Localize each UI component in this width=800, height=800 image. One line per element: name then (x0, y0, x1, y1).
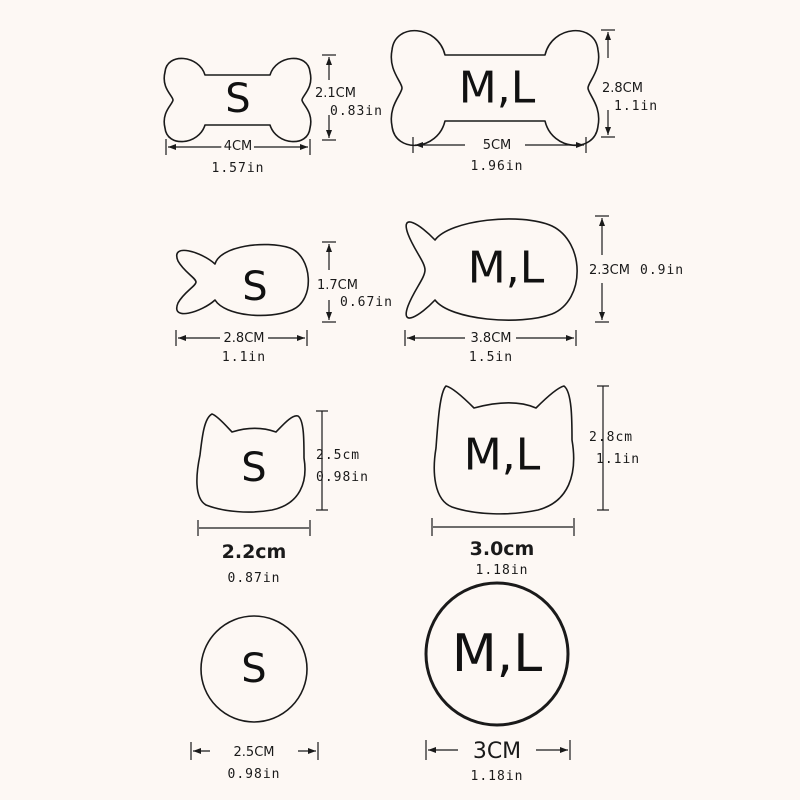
fish-ml-outline (405, 218, 578, 321)
fish-ml-height-in: 0.9in (640, 263, 684, 278)
bone-s-height-in: 0.83in (330, 104, 383, 119)
circle-s-tag: S 2.5CM 0.98in (190, 615, 319, 782)
cat-ml-height-cm: 2.8cm (589, 430, 633, 445)
fish-s-size-label: S (242, 264, 267, 310)
bone-ml-height-in: 1.1in (614, 99, 658, 114)
cat-s-width-cm: 2.2cm (222, 541, 287, 563)
circle-ml-size-label: M,L (452, 624, 542, 684)
fish-ml-size-label: M,L (468, 243, 545, 294)
fish-ml-width-in: 1.5in (469, 350, 513, 365)
fish-s-outline (175, 243, 310, 317)
bone-ml-tag: M,L 5CM 1.96in 2.8CM 1.1in (390, 29, 658, 174)
circle-s-outline (200, 615, 308, 723)
circle-s-width-cm: 2.5CM (234, 745, 275, 760)
cat-s-height-cm: 2.5cm (316, 448, 360, 463)
bone-ml-width-cm: 5CM (483, 138, 512, 153)
fish-s-tag: S 2.8CM 1.1in 1.7CM 0.67in (175, 241, 393, 365)
bone-s-size-label: S (225, 76, 250, 122)
fish-ml-height-cm: 2.3CM (589, 263, 630, 278)
bone-ml-outline (390, 29, 600, 147)
cat-s-width-in: 0.87in (228, 571, 281, 586)
cat-s-tag: S 2.2cm 0.87in 2.5cm 0.98in (196, 410, 369, 586)
circle-s-width-in: 0.98in (228, 767, 281, 782)
cat-s-outline (196, 413, 306, 513)
fish-ml-tag: M,L 3.8CM 1.5in 2.3CM 0.9in (404, 215, 684, 365)
bone-ml-height-cm: 2.8CM (602, 81, 643, 96)
fish-s-width-cm: 2.8CM (224, 331, 265, 346)
cat-ml-tag: M,L 3.0cm 1.18in 2.8cm 1.1in (431, 385, 640, 578)
fish-ml-width-cm: 3.8CM (471, 331, 512, 346)
bone-s-tag: S 4CM 1.57in 2.1CM 0.83in (163, 54, 383, 176)
circle-s-size-label: S (241, 646, 266, 692)
cat-s-size-label: S (241, 445, 266, 491)
bone-s-height-cm: 2.1CM (315, 86, 356, 101)
circle-ml-tag: M,L 3CM 1.18in (424, 581, 571, 784)
circle-ml-width-in: 1.18in (471, 769, 524, 784)
bone-ml-size-label: M,L (459, 63, 536, 114)
bone-s-width-in: 1.57in (212, 161, 265, 176)
fish-s-height-cm: 1.7CM (317, 278, 358, 293)
cat-ml-outline (433, 385, 575, 515)
fish-s-width-in: 1.1in (222, 350, 266, 365)
cat-ml-width-in: 1.18in (476, 563, 529, 578)
bone-s-width-cm: 4CM (224, 139, 253, 154)
cat-ml-width-cm: 3.0cm (470, 538, 535, 560)
cat-ml-height-in: 1.1in (596, 452, 640, 467)
circle-ml-width-cm: 3CM (473, 739, 521, 764)
fish-s-height-in: 0.67in (340, 295, 393, 310)
bone-ml-width-in: 1.96in (471, 159, 524, 174)
cat-ml-size-label: M,L (464, 430, 541, 481)
bone-s-outline (163, 57, 312, 143)
cat-s-height-in: 0.98in (316, 470, 369, 485)
circle-ml-outline (424, 581, 570, 727)
